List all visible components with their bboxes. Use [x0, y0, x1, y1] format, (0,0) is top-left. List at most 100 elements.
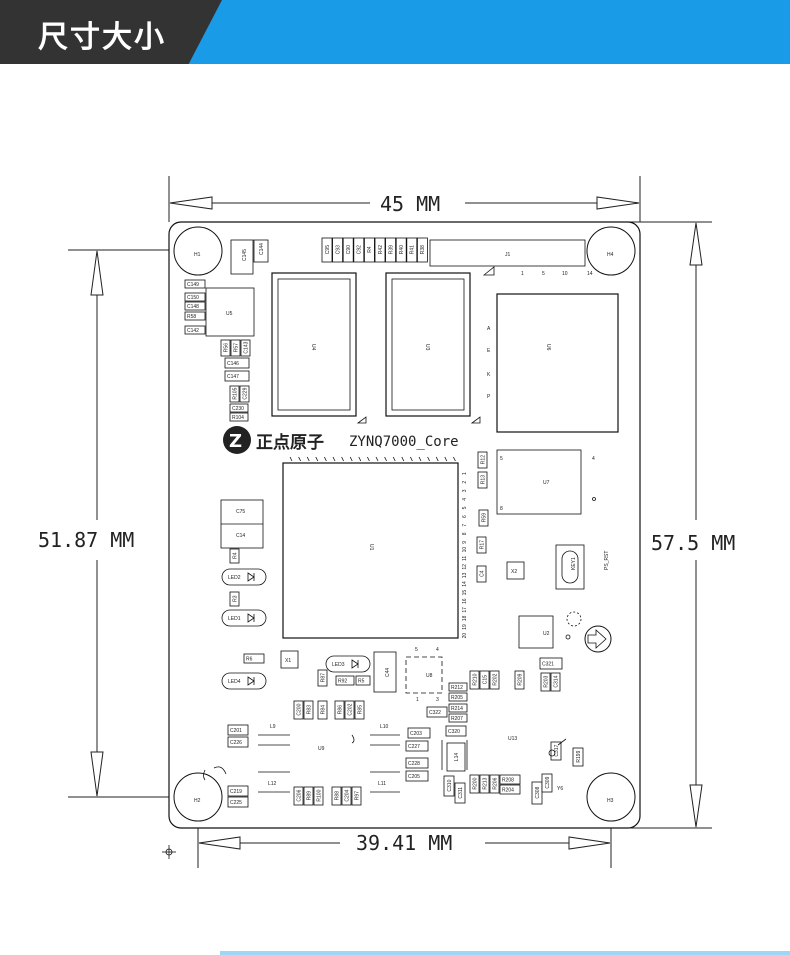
part-r88: R88: [331, 786, 342, 806]
part-r204: R204: [499, 784, 521, 795]
svg-text:C219: C219: [230, 789, 242, 795]
svg-text:E: E: [487, 348, 491, 354]
svg-text:C149: C149: [187, 282, 199, 288]
part-c147: C147: [224, 370, 250, 382]
part-c95: C95: [321, 237, 333, 263]
svg-text:C203: C203: [410, 731, 422, 737]
part-c201: C201: [227, 724, 249, 736]
u1-top-tick: [315, 456, 319, 462]
u1-top-tick: [427, 456, 430, 462]
svg-text:R206: R206: [492, 777, 498, 789]
mounting-hole-h4: H4: [586, 226, 636, 276]
part-c317: C317: [550, 741, 562, 761]
svg-text:U8: U8: [426, 673, 433, 679]
svg-text:R105: R105: [232, 387, 238, 399]
part-r85: R85: [354, 700, 365, 720]
chip-u6: U6 A E K P: [487, 293, 619, 433]
svg-text:R59: R59: [481, 513, 487, 522]
u1-pin-label: 5: [462, 506, 468, 509]
part-c90: C90: [342, 237, 354, 263]
part-c310: C310: [443, 775, 455, 797]
part-r3: R3: [229, 591, 240, 607]
reset-key[interactable]: KEY1 PS_RST: [555, 544, 610, 590]
right-height-label: 57.5 MM: [651, 531, 735, 555]
u1-top-tick: [367, 456, 370, 462]
mounting-hole-h2: H2: [173, 772, 223, 822]
part-r105: R105: [229, 385, 240, 403]
bottom-width-label: 39.41 MM: [356, 831, 452, 855]
svg-text:H4: H4: [607, 252, 614, 258]
u1-pin-label: 6: [462, 515, 468, 518]
svg-text:C322: C322: [429, 710, 441, 716]
part-c229: C229: [239, 385, 250, 403]
chip-u7: U7 5 4 8: [496, 449, 596, 515]
svg-text:R42: R42: [378, 245, 384, 254]
svg-text:A: A: [487, 326, 491, 332]
svg-text:14: 14: [587, 271, 593, 277]
part-r209: R209: [514, 670, 525, 690]
part-c146: C146: [224, 357, 250, 369]
svg-text:C205: C205: [408, 774, 420, 780]
svg-text:R4: R4: [232, 552, 238, 559]
svg-text:U4: U4: [310, 344, 316, 351]
svg-text:5: 5: [542, 271, 545, 277]
part-r5: R5: [355, 675, 371, 686]
led-led1: LED1: [221, 609, 267, 627]
svg-text:Z: Z: [229, 431, 242, 452]
svg-text:R17: R17: [479, 540, 485, 549]
u1-top-tick: [401, 456, 405, 462]
svg-text:PS_RST: PS_RST: [604, 551, 610, 570]
part-r205: R205: [448, 692, 468, 702]
svg-text:R207: R207: [451, 716, 463, 722]
svg-text:C309: C309: [545, 776, 551, 788]
part-r41: R41: [406, 237, 418, 263]
svg-text:C308: C308: [535, 786, 541, 798]
part-r38: R38: [416, 237, 428, 263]
part-c228: C228: [405, 757, 429, 769]
u1-top-tick: [375, 456, 379, 462]
svg-text:LED3: LED3: [332, 662, 345, 668]
svg-text:R87: R87: [320, 673, 326, 682]
svg-text:K: K: [487, 372, 491, 378]
u1-pin-label: 1: [462, 472, 468, 475]
svg-text:R5: R5: [358, 678, 365, 684]
part-r206: R206: [489, 774, 500, 794]
part-r39: R39: [385, 237, 397, 263]
svg-text:Y6: Y6: [557, 786, 563, 792]
svg-text:C314: C314: [553, 675, 559, 687]
u1-pin-label: 19: [462, 624, 468, 630]
u1-top-tick: [418, 456, 422, 462]
part-r57: R57: [230, 339, 241, 357]
part-c143: C143: [240, 339, 251, 357]
svg-text:R88: R88: [334, 791, 340, 800]
svg-text:R97: R97: [354, 791, 360, 800]
svg-text:C95: C95: [325, 245, 331, 254]
part-c150: C150: [184, 292, 206, 302]
svg-text:R200: R200: [472, 777, 478, 789]
svg-text:R210: R210: [472, 673, 478, 685]
svg-text:U9: U9: [318, 746, 325, 752]
svg-text:R104: R104: [232, 415, 244, 421]
svg-text:R199: R199: [576, 750, 582, 762]
svg-text:X2: X2: [511, 569, 517, 575]
svg-text:10: 10: [562, 271, 568, 277]
svg-text:R205: R205: [451, 695, 463, 701]
capacitor-c145-c144: C145 C144: [230, 239, 269, 275]
right-height-dimension: 57.5 MM: [628, 221, 735, 829]
svg-text:KEY1: KEY1: [571, 557, 577, 570]
part-c230: C230: [229, 403, 249, 413]
svg-text:R13: R13: [480, 475, 486, 484]
svg-text:C320: C320: [448, 729, 460, 735]
svg-text:R38: R38: [420, 245, 426, 254]
svg-text:C230: C230: [232, 406, 244, 412]
page-title: 尺寸大小: [38, 20, 166, 55]
svg-text:LED1: LED1: [228, 616, 241, 622]
svg-text:C311: C311: [458, 787, 464, 799]
svg-text:U1: U1: [368, 544, 374, 551]
svg-text:R213: R213: [482, 777, 488, 789]
inductor-label: L12: [268, 781, 277, 787]
svg-text:R100: R100: [316, 789, 322, 801]
u1-pin-label: 16: [462, 598, 468, 604]
